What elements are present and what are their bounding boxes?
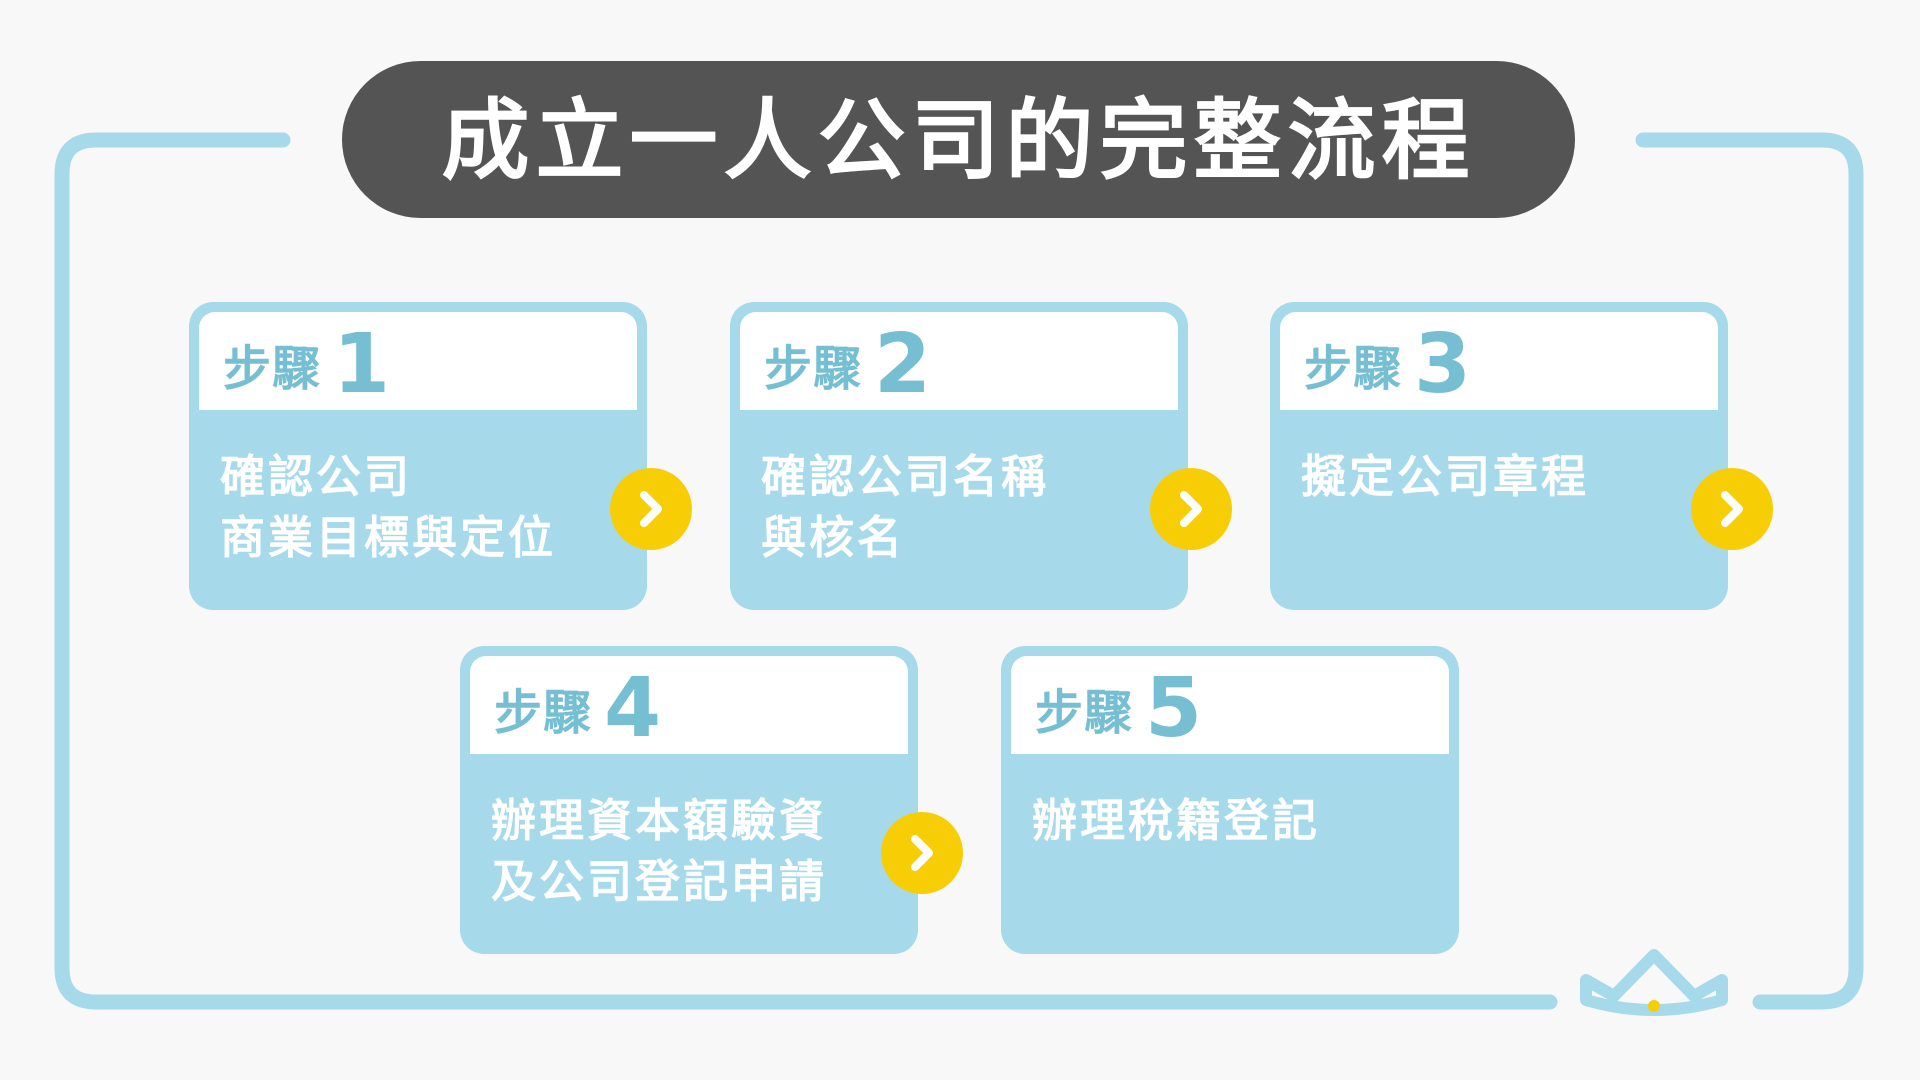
step-description-line: 確認公司名稱 (761, 450, 1050, 503)
next-arrow-4[interactable] (881, 812, 963, 894)
step-description-2: 確認公司名稱 與核名 (761, 446, 1151, 568)
step-label-5: 步驟 (1035, 685, 1134, 741)
step-description-line: 擬定公司章程 (1301, 450, 1590, 503)
next-arrow-3[interactable] (1691, 468, 1773, 550)
step-header-5: 步驟 5 (1011, 656, 1449, 754)
step-header-2: 步驟 2 (740, 312, 1178, 410)
crown-icon (1580, 949, 1728, 1016)
chevron-right-icon (640, 491, 662, 527)
chevron-right-icon (1180, 491, 1202, 527)
step-description-4: 辦理資本額驗資 及公司登記申請 (491, 790, 881, 912)
step-description-5: 辦理稅籍登記 (1032, 790, 1422, 851)
step-card-2: 步驟 2 確認公司名稱 與核名 (730, 302, 1188, 610)
next-arrow-1[interactable] (610, 468, 692, 550)
step-header-3: 步驟 3 (1280, 312, 1718, 410)
title-pill: 成立一人公司的完整流程 (342, 61, 1575, 218)
step-number-4: 4 (604, 661, 662, 756)
step-header-1: 步驟 1 (199, 312, 637, 410)
step-number-2: 2 (874, 317, 932, 412)
step-description-line: 辦理稅籍登記 (1032, 794, 1321, 847)
step-card-4: 步驟 4 辦理資本額驗資 及公司登記申請 (460, 646, 918, 954)
step-number-3: 3 (1414, 317, 1472, 412)
step-card-5: 步驟 5 辦理稅籍登記 (1001, 646, 1459, 954)
step-description-line: 辦理資本額驗資 (491, 794, 828, 847)
next-arrow-2[interactable] (1150, 468, 1232, 550)
step-description-line: 及公司登記申請 (491, 855, 828, 908)
chevron-right-icon (911, 835, 933, 871)
step-number-1: 1 (333, 317, 391, 412)
step-label-4: 步驟 (494, 685, 593, 741)
step-label-3: 步驟 (1304, 341, 1403, 397)
step-label-2: 步驟 (764, 341, 863, 397)
step-description-1: 確認公司 商業目標與定位 (220, 446, 610, 568)
step-header-4: 步驟 4 (470, 656, 908, 754)
step-card-3: 步驟 3 擬定公司章程 (1270, 302, 1728, 610)
step-number-5: 5 (1145, 661, 1203, 756)
step-label-1: 步驟 (223, 341, 322, 397)
step-description-line: 確認公司 (220, 450, 413, 503)
page-title: 成立一人公司的完整流程 (441, 89, 1476, 192)
step-description-3: 擬定公司章程 (1301, 446, 1691, 507)
step-description-line: 商業目標與定位 (220, 511, 557, 564)
step-card-1: 步驟 1 確認公司 商業目標與定位 (189, 302, 647, 610)
chevron-right-icon (1721, 491, 1743, 527)
step-description-line: 與核名 (761, 511, 906, 564)
